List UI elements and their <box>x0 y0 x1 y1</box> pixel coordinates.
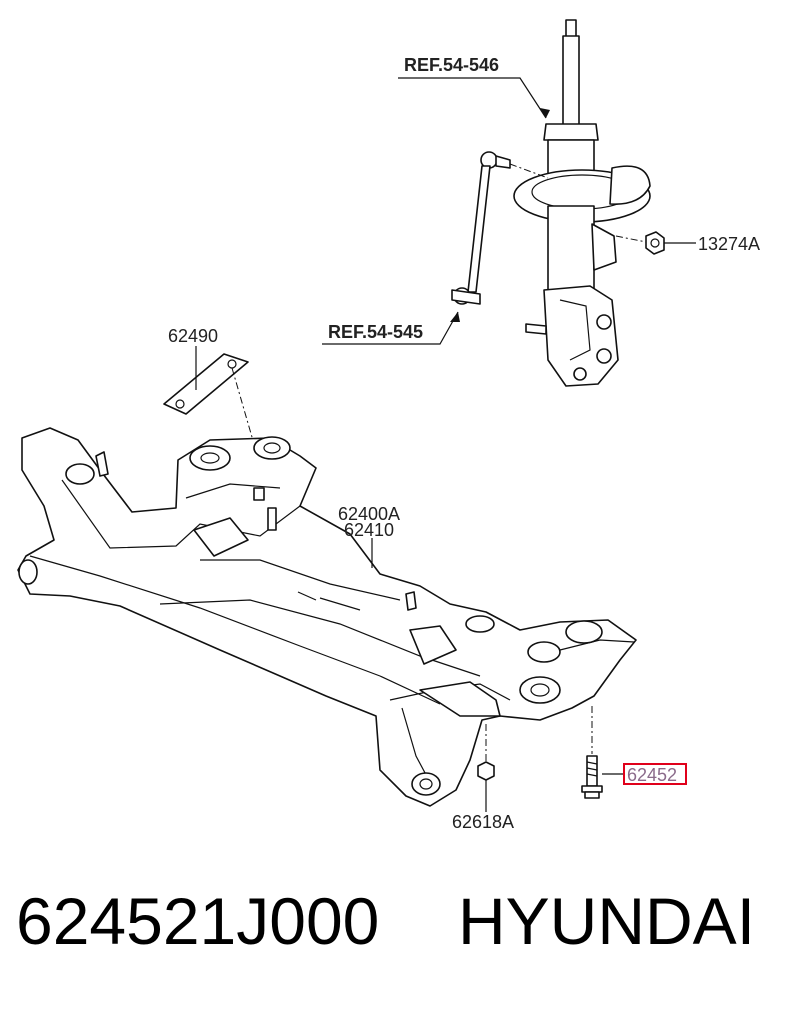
label-ref-link: REF.54-545 <box>328 322 423 342</box>
label-62410: 62410 <box>344 520 394 540</box>
strut-assembly <box>513 19 651 387</box>
nut-62618a <box>477 724 495 800</box>
leader-ref-strut <box>398 77 547 119</box>
leader-ref-link <box>322 311 459 345</box>
highlight-box-62452 <box>623 763 687 785</box>
label-62452: 62452 <box>627 765 677 785</box>
label-62490: 62490 <box>168 326 218 346</box>
front-subframe <box>17 427 637 807</box>
label-62618a: 62618A <box>452 812 514 832</box>
bolt-62452 <box>581 706 624 799</box>
part-number: 624521J000 <box>16 884 380 958</box>
label-ref-strut: REF.54-546 <box>404 55 499 75</box>
nut-13274a <box>615 231 665 255</box>
label-62400a: 62400A <box>338 504 400 524</box>
exploded-parts-diagram: REF.54-546 REF.54-545 13274A 62490 62400… <box>17 19 760 832</box>
stabilizer-link <box>451 151 549 305</box>
brand-name: HYUNDAI <box>458 884 756 958</box>
label-13274a: 13274A <box>698 234 760 254</box>
